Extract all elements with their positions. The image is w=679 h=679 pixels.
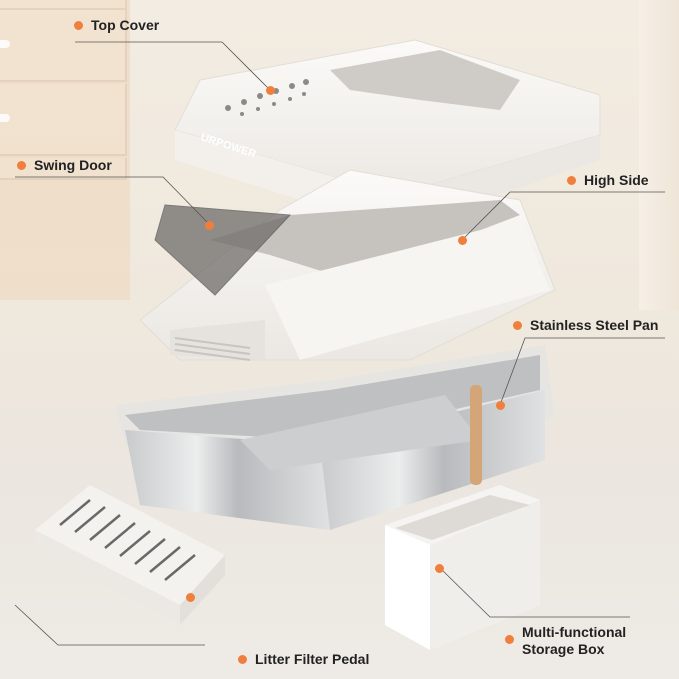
drawer-knob [0,40,10,48]
background-wall [639,0,679,310]
bullet-icon [74,21,83,30]
scoop-handle [470,385,482,485]
dresser-drawer [0,158,127,180]
storage-box-pin [435,564,444,573]
background-dresser [0,0,130,300]
label-top-cover: Top Cover [74,17,159,34]
dresser-drawer [0,0,127,10]
label-stainless-steel-pan: Stainless Steel Pan [513,317,658,334]
label-storage-box: Multi-functional Storage Box [505,624,626,658]
steel-pan-pin [496,401,505,410]
storage-box [385,385,540,650]
label-high-side: High Side [567,172,649,189]
filter-pedal-pin [186,593,195,602]
top-cover-pin [266,86,275,95]
bullet-icon [505,635,514,644]
label-swing-door: Swing Door [17,157,112,174]
bullet-icon [567,176,576,185]
dresser-drawer [0,10,127,82]
swing-door [154,204,292,296]
dresser-drawer [0,84,127,156]
high-side-shell [139,169,556,361]
bullet-icon [513,321,522,330]
high-side-pin [458,236,467,245]
bullet-icon [238,655,247,664]
label-litter-filter-pedal: Litter Filter Pedal [238,651,369,668]
litter-filter-pedal [35,485,225,625]
bullet-icon [17,161,26,170]
stainless-steel-pan [115,345,555,530]
swing-door-pin [205,221,214,230]
drawer-knob [0,114,10,122]
